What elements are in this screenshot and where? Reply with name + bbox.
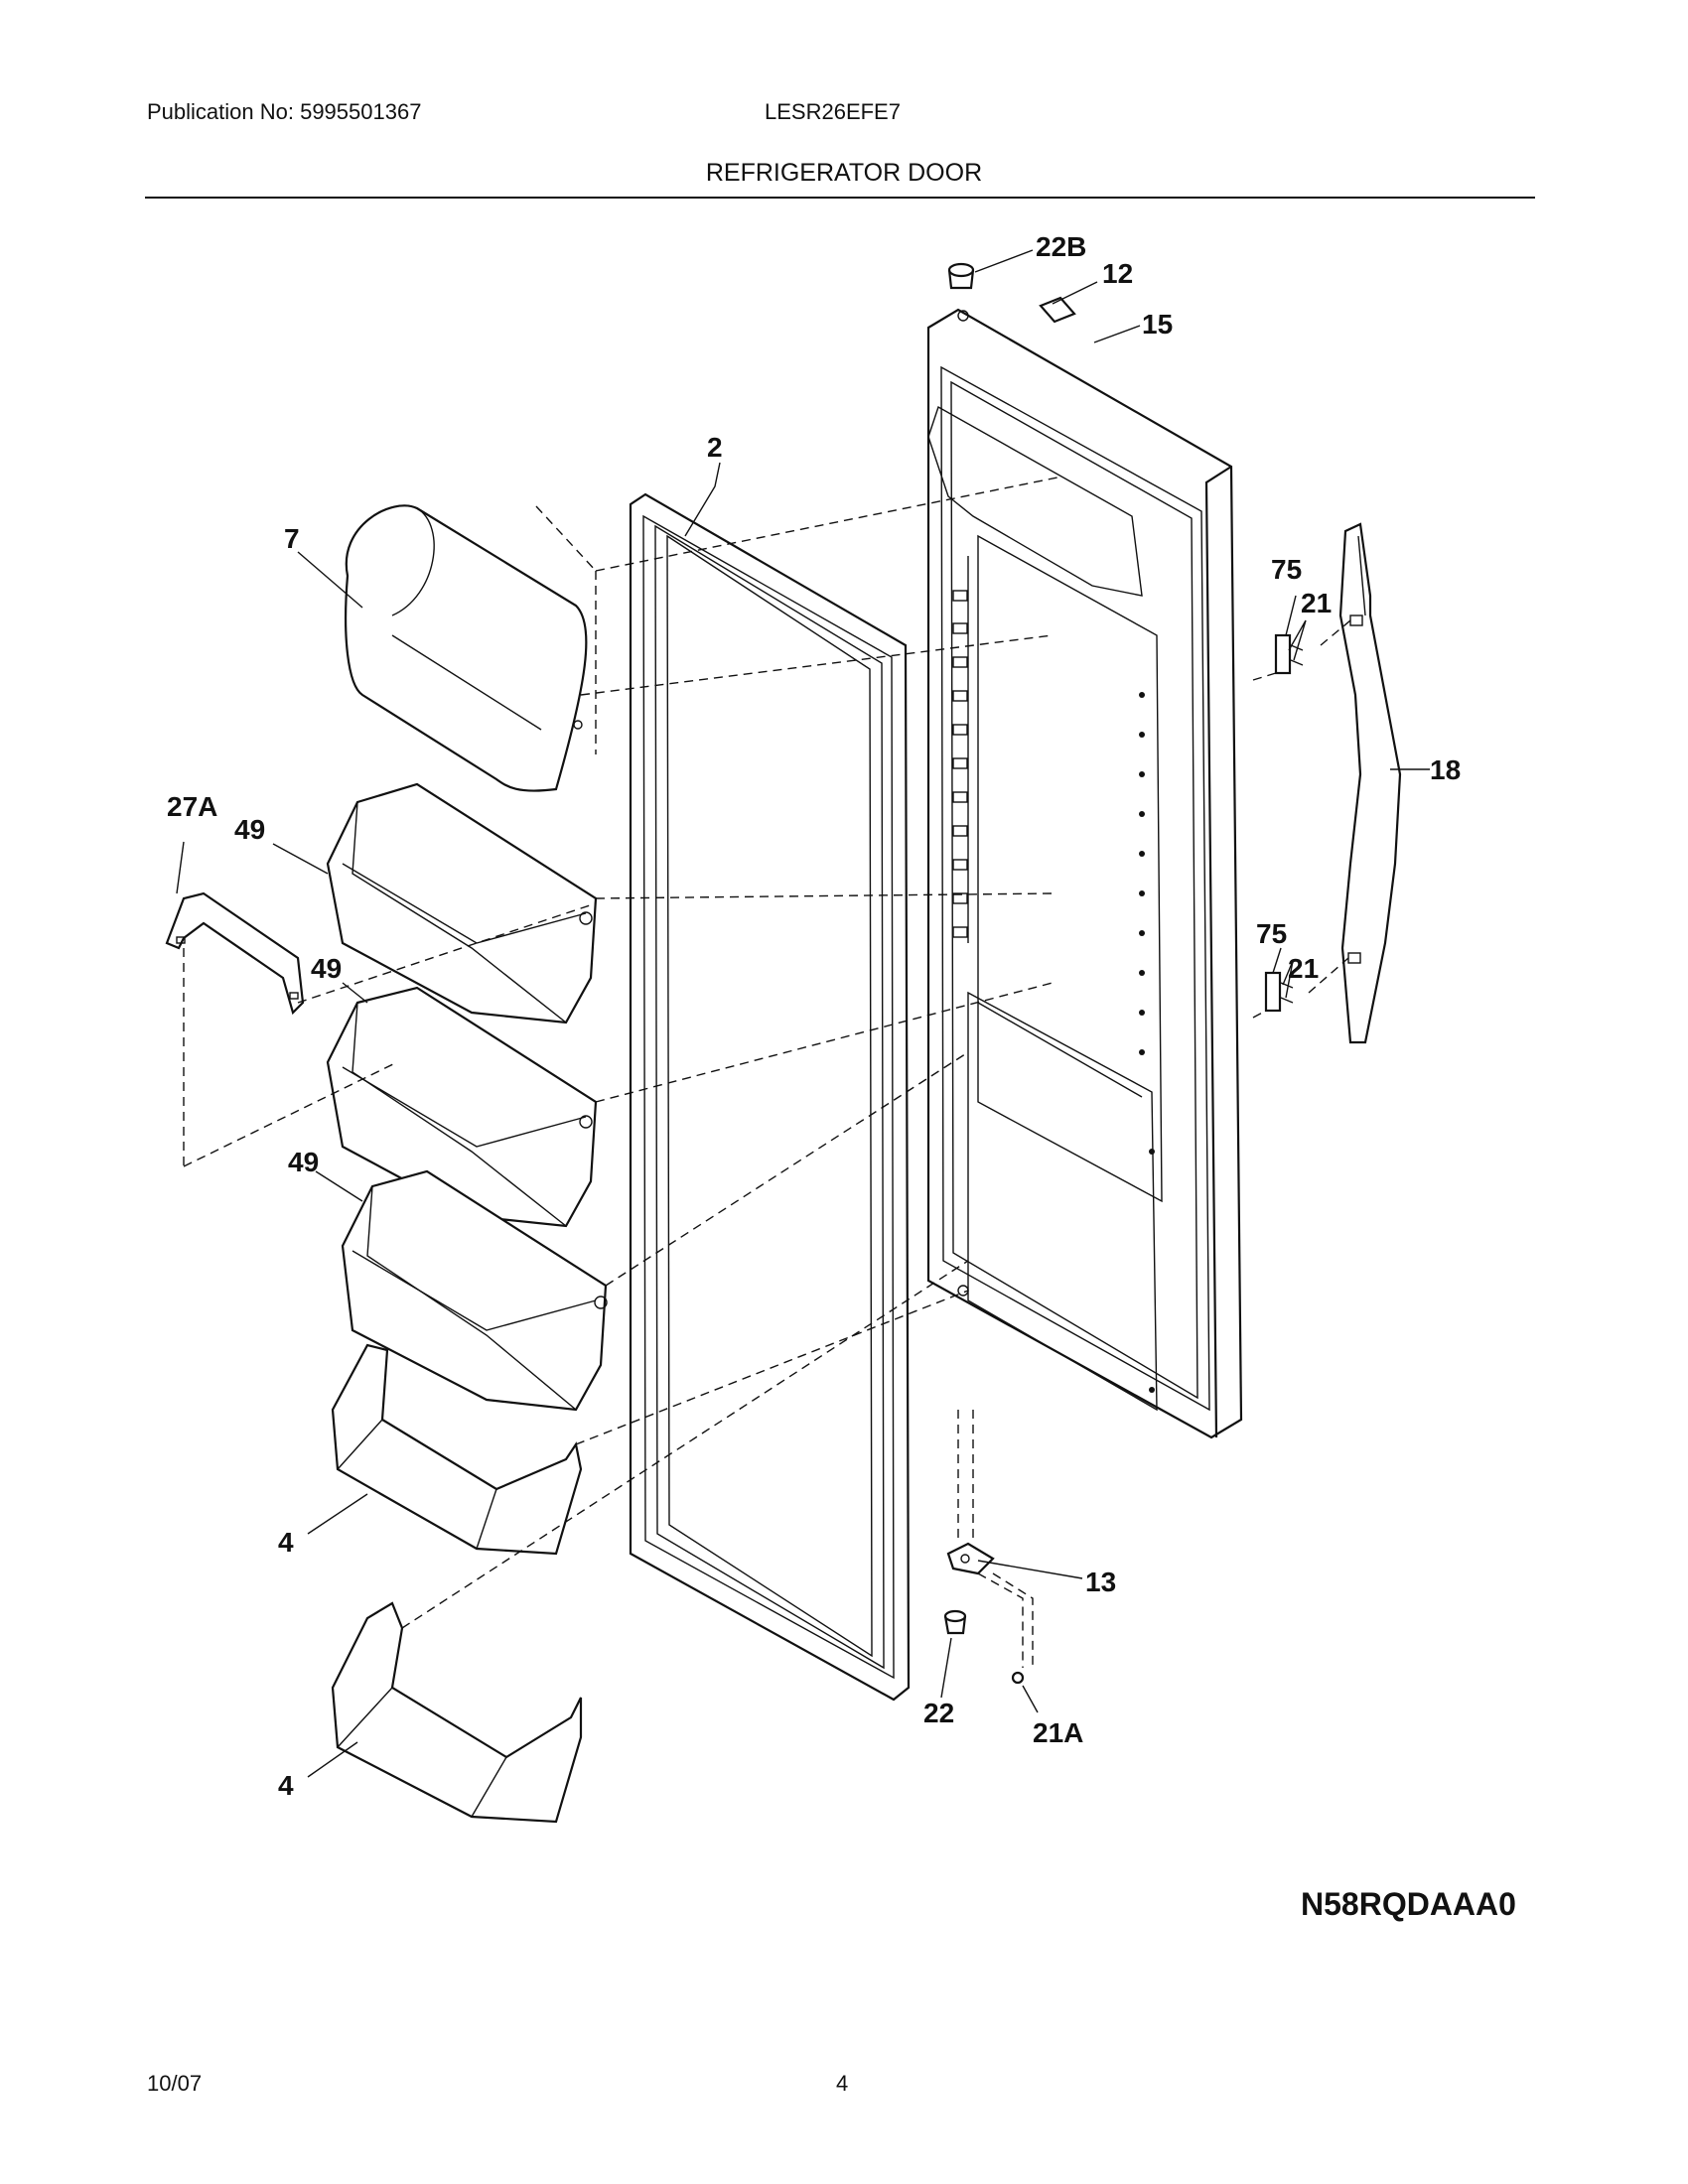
door-handle-part (1338, 522, 1402, 1044)
callout-7: 7 (284, 523, 300, 554)
label-plate-part (1039, 296, 1076, 324)
diagram-code: N58RQDAAA0 (1301, 1886, 1516, 1922)
callout-21-upper: 21 (1301, 588, 1332, 618)
hinge-screw-part (1011, 1671, 1025, 1685)
bottom-hinge-part (946, 1542, 995, 1575)
door-bin-part (326, 782, 598, 1024)
door-bin-part (326, 986, 598, 1228)
model-number: LESR26EFE7 (765, 99, 901, 124)
leader-lines (176, 249, 1430, 1778)
publication-number: Publication No: 5995501367 (147, 99, 422, 124)
callout-22: 22 (923, 1698, 954, 1728)
callout-49-top: 49 (234, 814, 265, 845)
callout-49-bottom: 49 (288, 1147, 319, 1177)
shallow-bin-part (331, 1343, 583, 1556)
dairy-door-part (345, 504, 588, 792)
callout-12: 12 (1102, 258, 1133, 289)
header-divider (145, 197, 1535, 199)
callout-75-upper: 75 (1271, 554, 1302, 585)
door-gasket-part (629, 492, 911, 1702)
assembly-lines (183, 476, 1351, 1668)
callout-15: 15 (1142, 309, 1173, 340)
callout-21A: 21A (1033, 1717, 1083, 1748)
callout-18: 18 (1430, 754, 1461, 785)
callout-2: 2 (707, 432, 723, 463)
top-bushing-part (947, 262, 975, 322)
door-bin-part (341, 1169, 608, 1412)
handle-bracket-part (1274, 633, 1304, 675)
door-liner-part (926, 308, 1243, 1439)
callout-22B: 22B (1036, 231, 1086, 262)
footer-date: 10/07 (147, 2071, 203, 2096)
trim-handle-part (165, 891, 305, 1016)
callout-13: 13 (1085, 1567, 1116, 1597)
callout-75-lower: 75 (1256, 918, 1287, 949)
page-title: REFRIGERATOR DOOR (705, 159, 983, 187)
callout-27A: 27A (167, 791, 217, 822)
callout-4-lower: 4 (278, 1770, 294, 1801)
shallow-bin-part (331, 1601, 583, 1824)
callout-21-lower: 21 (1288, 953, 1319, 984)
callout-4-upper: 4 (278, 1527, 294, 1558)
page-number: 4 (836, 2071, 849, 2096)
bottom-bushing-part (943, 1609, 967, 1635)
callout-49-middle: 49 (311, 953, 342, 984)
